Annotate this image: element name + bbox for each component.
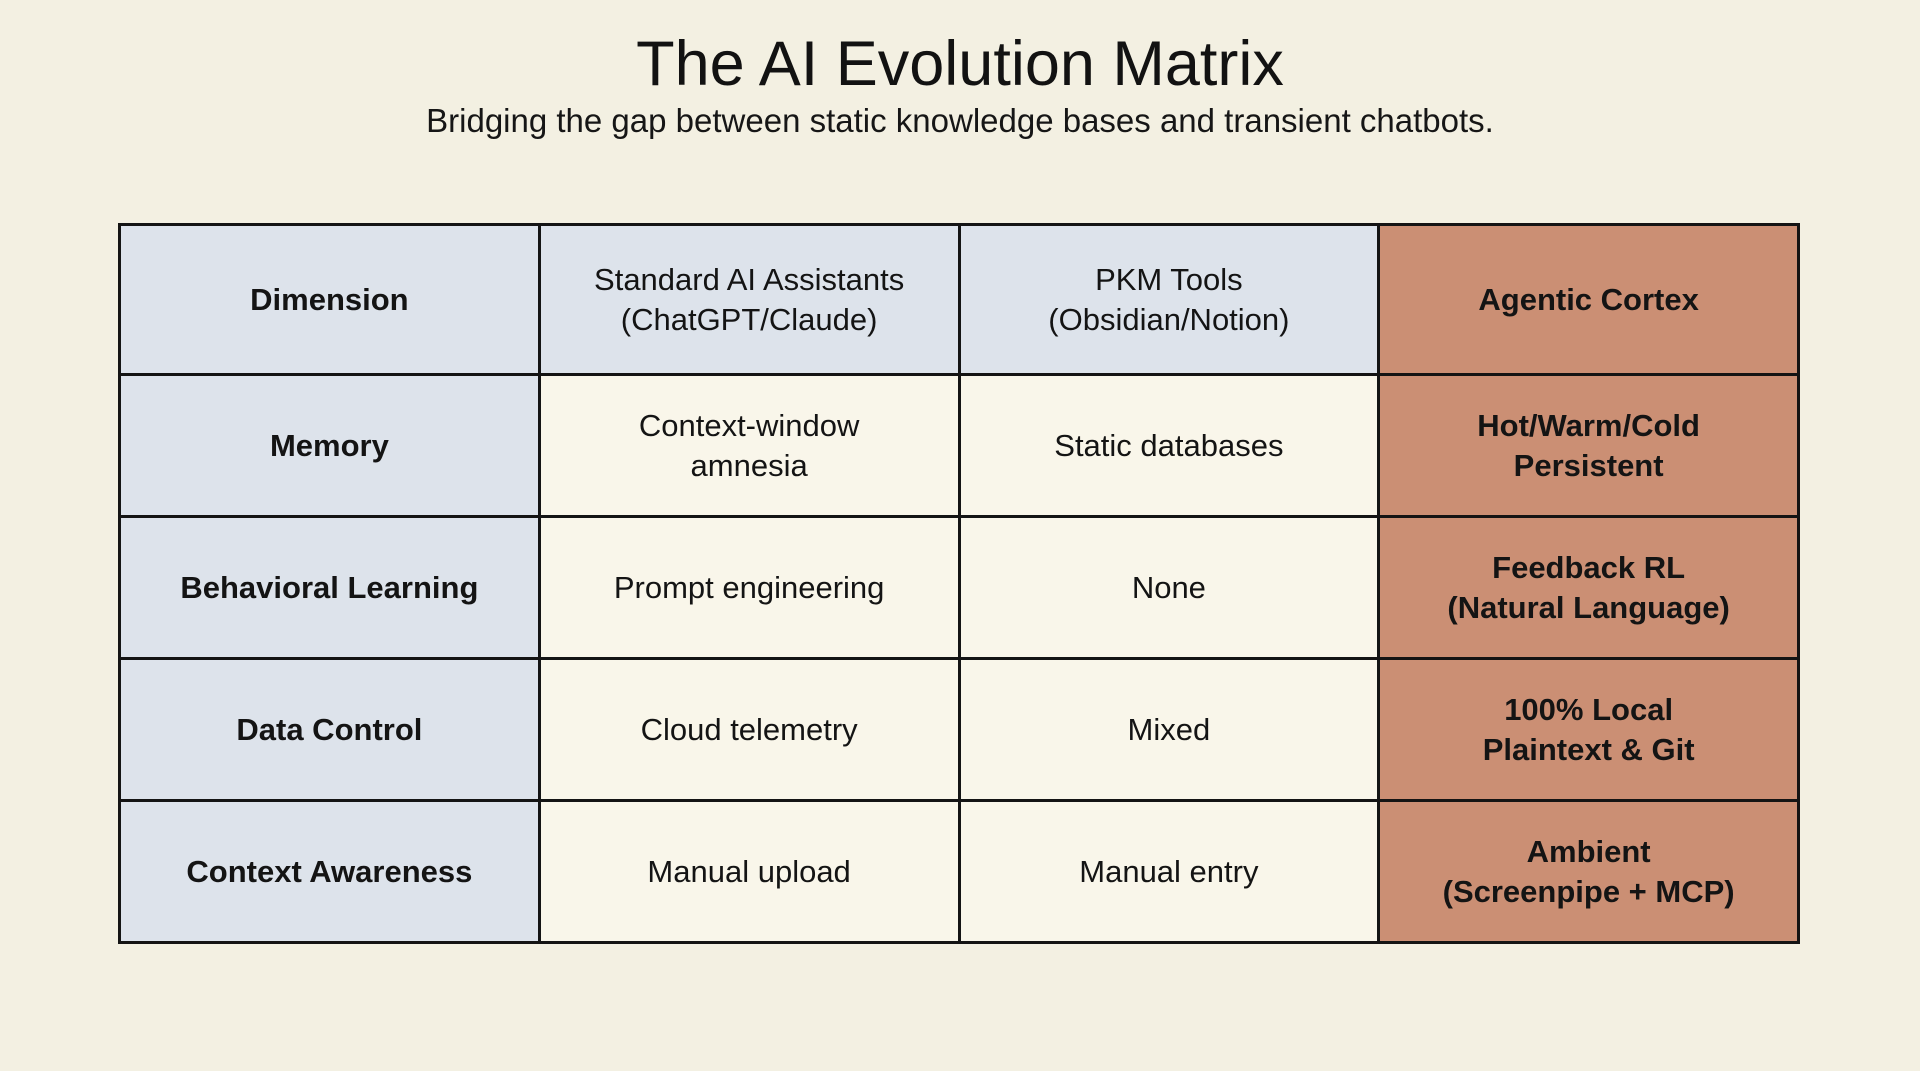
column-header-pkm-tools: PKM Tools (Obsidian/Notion) [957, 223, 1381, 376]
data-cell: Static databases [957, 373, 1381, 518]
data-cell-accent: 100% Local Plaintext & Git [1377, 657, 1800, 802]
table-row-memory: Memory Context-window amnesia Static dat… [118, 373, 1800, 518]
header-row: Dimension Standard AI Assistants (ChatGP… [118, 223, 1800, 376]
data-cell-accent: Ambient (Screenpipe + MCP) [1377, 799, 1800, 944]
comparison-table: Dimension Standard AI Assistants (ChatGP… [118, 223, 1800, 944]
data-cell: Prompt engineering [537, 515, 961, 660]
table-row-data-control: Data Control Cloud telemetry Mixed 100% … [118, 657, 1800, 802]
data-cell: Manual entry [957, 799, 1381, 944]
data-cell-accent: Hot/Warm/Cold Persistent [1377, 373, 1800, 518]
row-header-context-awareness: Context Awareness [118, 799, 541, 944]
column-header-dimension: Dimension [118, 223, 541, 376]
row-header-memory: Memory [118, 373, 541, 518]
data-cell: None [957, 515, 1381, 660]
data-cell-accent: Feedback RL (Natural Language) [1377, 515, 1800, 660]
column-header-standard-ai: Standard AI Assistants (ChatGPT/Claude) [537, 223, 961, 376]
table-row-context-awareness: Context Awareness Manual upload Manual e… [118, 799, 1800, 944]
column-header-agentic-cortex: Agentic Cortex [1377, 223, 1800, 376]
data-cell: Manual upload [537, 799, 961, 944]
table-row-behavioral-learning: Behavioral Learning Prompt engineering N… [118, 515, 1800, 660]
page-subtitle: Bridging the gap between static knowledg… [426, 102, 1494, 139]
row-header-behavioral-learning: Behavioral Learning [118, 515, 541, 660]
page-title: The AI Evolution Matrix [636, 29, 1284, 99]
data-cell: Context-window amnesia [537, 373, 961, 518]
row-header-data-control: Data Control [118, 657, 541, 802]
data-cell: Cloud telemetry [537, 657, 961, 802]
data-cell: Mixed [957, 657, 1381, 802]
